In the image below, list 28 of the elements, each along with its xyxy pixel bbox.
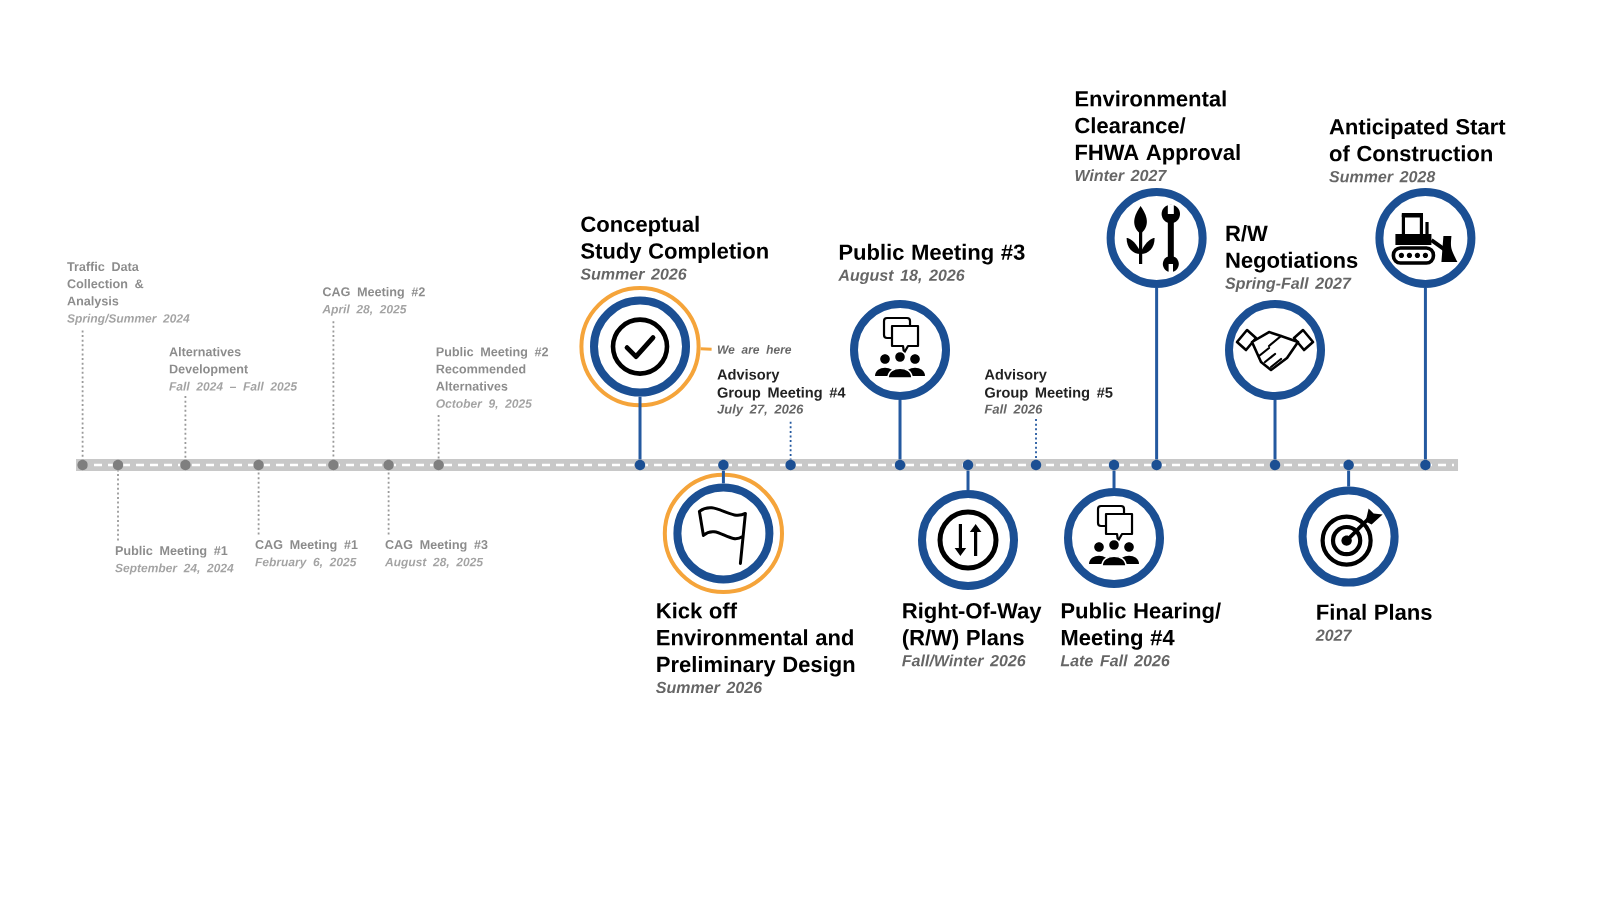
leader-line bbox=[184, 395, 187, 461]
milestone-label: Anticipated Start of Construction Summer 2028 bbox=[1329, 118, 1506, 183]
milestone-label: R/W Negotiations Spring-Fall 2027 bbox=[1225, 225, 1358, 293]
leader-line bbox=[1423, 288, 1427, 460]
leader-line bbox=[81, 329, 84, 461]
leader-line bbox=[789, 420, 792, 461]
leader-line bbox=[437, 414, 440, 461]
leader-line bbox=[1112, 470, 1116, 488]
leader-line bbox=[332, 320, 335, 461]
leader-line bbox=[898, 400, 902, 460]
milestone-label: Conceptual Study Completion Summer 2026 bbox=[580, 215, 768, 280]
leader-line bbox=[1155, 288, 1159, 460]
leader-line bbox=[117, 469, 119, 542]
milestone-label: Right-Of-Way (R/W) Plans Fall/Winter 2026 bbox=[902, 602, 1042, 667]
leader-line bbox=[1347, 470, 1351, 487]
milestone-label: Environmental Clearance/ FHWA Approval Winter 2027 bbox=[1075, 90, 1240, 182]
leader-line bbox=[638, 396, 642, 460]
leader-line bbox=[387, 469, 390, 536]
leader-line bbox=[721, 470, 725, 484]
milestone-label: Public Meeting #3 August 18, 2026 bbox=[838, 243, 1025, 285]
leader-line bbox=[700, 347, 712, 351]
leader-line bbox=[1273, 400, 1277, 460]
leader-line bbox=[257, 469, 260, 536]
leader-line bbox=[1035, 418, 1037, 461]
milestone-label: Public Hearing/ Meeting #4 Late Fall 2026 bbox=[1060, 602, 1221, 667]
leader-line bbox=[966, 470, 970, 490]
milestone-label: Kick off Environmental and Preliminary Design Summer 2026 bbox=[656, 602, 855, 694]
milestone-label: Final Plans 2027 bbox=[1315, 603, 1432, 641]
